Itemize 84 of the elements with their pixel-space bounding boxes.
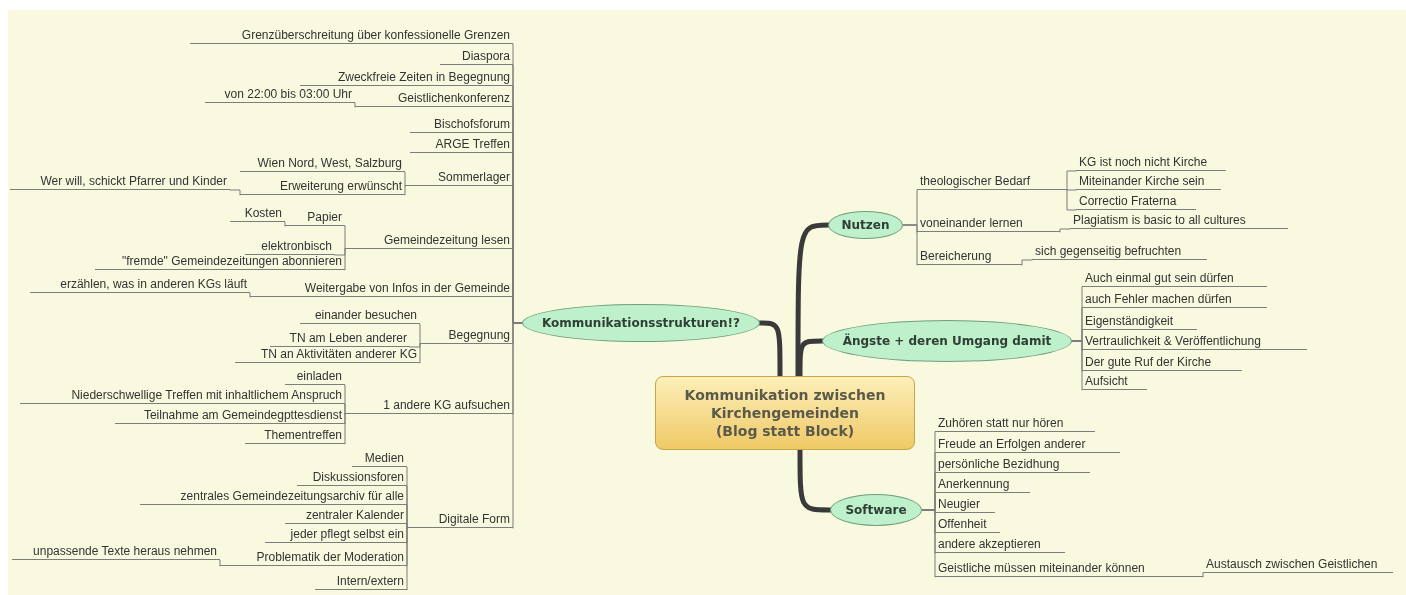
connector-line: [419, 343, 421, 364]
topic-label: sich gegenseitig befruchten: [1032, 244, 1207, 260]
connector-line: [419, 323, 421, 345]
topic-label: theologischer Bedarf: [917, 174, 1067, 190]
connector-line: [344, 225, 346, 250]
topic-label: Erweiterung erwünscht: [240, 179, 405, 195]
topic-label: Aufsicht: [1082, 374, 1147, 390]
topic-label: 1 andere KG aufsuchen: [345, 398, 513, 414]
topic-label: Diaspora: [440, 49, 513, 65]
topic-label: Geistliche müssen miteinander können: [935, 561, 1203, 577]
topic-label: Zuhören statt nur hören: [935, 416, 1095, 432]
topic-label: Miteinander Kirche sein: [1076, 174, 1221, 190]
topic-label: von 22:00 bis 03:00 Uhr: [205, 87, 355, 103]
topic-label: Weitergabe von Infos in der Gemeinde: [250, 281, 513, 297]
topic-label: Bischofsforum: [410, 117, 513, 133]
connector-line: [1066, 189, 1077, 211]
topic-label: Gemeindezeitung lesen: [345, 233, 513, 249]
topic-label: jeder pflegt selbst ein: [265, 527, 407, 543]
topic-label: Geistlichenkonferenz: [355, 91, 513, 107]
topic-label: ARGE Treffen: [410, 137, 513, 153]
topic-label: Begegnung: [420, 328, 513, 344]
topic-label: Intern/extern: [315, 574, 407, 590]
connector-line: [219, 559, 221, 567]
connector-line: [902, 224, 918, 266]
topic-label: persönliche Bezidhung: [935, 457, 1090, 473]
topic-label: Der gute Ruf der Kirche: [1082, 355, 1242, 371]
connector-line: [1066, 189, 1077, 191]
topic-label: TN an Aktivitäten anderer KG: [235, 347, 420, 363]
topic-label: einladen: [285, 369, 345, 385]
topic-label: Papier: [285, 210, 345, 226]
topic-label: Austausch zwischen Geistlichen: [1203, 557, 1393, 573]
topic-label: Neugier: [935, 497, 995, 513]
central-topic-box: Kommunikation zwischen Kirchengemeinden (Blog statt Block): [655, 376, 915, 450]
connector-line: [1021, 259, 1033, 266]
topic-label: Problematik der Moderation: [220, 550, 407, 566]
connector-line: [344, 403, 346, 415]
topic-label: Teilnahme am Gemeindegpttesdienst: [115, 408, 345, 424]
topic-label: zentrales Gemeindezeitungsarchiv für alle: [140, 489, 407, 505]
topic-label: Niederschwellige Treffen mit inhaltlichem Anspruch: [20, 388, 345, 404]
connector-line: [1202, 572, 1204, 578]
topic-label: Diskussionsforen: [297, 470, 407, 486]
topic-label: andere akzeptieren: [935, 537, 1065, 553]
connector-line: [404, 185, 406, 196]
topic-label: Offenheit: [935, 517, 1000, 533]
topic-label: Grenzüberschreitung über konfessionelle Grenzen: [190, 28, 513, 44]
topic-label: Medien: [352, 451, 407, 467]
connector-line: [404, 171, 406, 187]
connector-line: [284, 221, 286, 227]
connector-line: [1071, 340, 1083, 391]
connector-line: [1066, 170, 1077, 191]
topic-label: TN am Leben anderer: [270, 331, 410, 347]
topic-label: zentraler Kalender: [285, 508, 407, 524]
topic-label: Thementreffen: [245, 428, 345, 444]
topic-label: Zweckfreie Zeiten in Begegnung: [300, 70, 513, 86]
topic-label: Freude an Erfolgen anderer: [935, 437, 1120, 453]
topic-label: Plagiatism is basic to all cultures: [1070, 213, 1288, 229]
connector-line: [229, 189, 241, 196]
topic-label: unpassende Texte heraus nehmen: [12, 544, 220, 560]
topic-label: Anerkennung: [935, 477, 1030, 493]
topic-label: Vertraulichkeit & Veröffentlichung: [1082, 334, 1307, 350]
connector-line: [344, 248, 346, 271]
topic-label: Auch einmal gut sein dürfen: [1082, 271, 1267, 287]
topic-label: Digitale Form: [407, 512, 513, 528]
connector-line: [1059, 228, 1071, 233]
connector-line: [406, 523, 408, 529]
topic-label: Kosten: [230, 206, 285, 222]
connector-line: [344, 413, 346, 445]
topic-label: Wer will, schickt Pfarrer und Kinder: [10, 174, 230, 190]
topic-label: "fremde" Gemeindezeitungen abonnieren: [95, 254, 345, 270]
topic-label: KG ist noch nicht Kirche: [1076, 155, 1226, 171]
topic-label: Eigenständigkeit: [1082, 314, 1197, 330]
connector-line: [406, 527, 408, 591]
topic-label: elektronbisch: [245, 239, 335, 255]
topic-label: Sommerlager: [405, 170, 513, 186]
topic-label: Wien Nord, West, Salzburg: [240, 156, 405, 172]
topic-label: Bereicherung: [917, 249, 1022, 265]
connector-line: [249, 292, 251, 298]
topic-label: Correctio Fraterna: [1076, 194, 1196, 210]
connector-line: [409, 343, 421, 348]
topic-label: voneinander lernen: [917, 216, 1060, 232]
topic-label: einander besuchen: [300, 308, 420, 324]
topic-label: auch Fehler machen dürfen: [1082, 292, 1267, 308]
connector-line: [354, 102, 356, 108]
topic-label: erzählen, was in anderen KGs läuft: [30, 277, 250, 293]
